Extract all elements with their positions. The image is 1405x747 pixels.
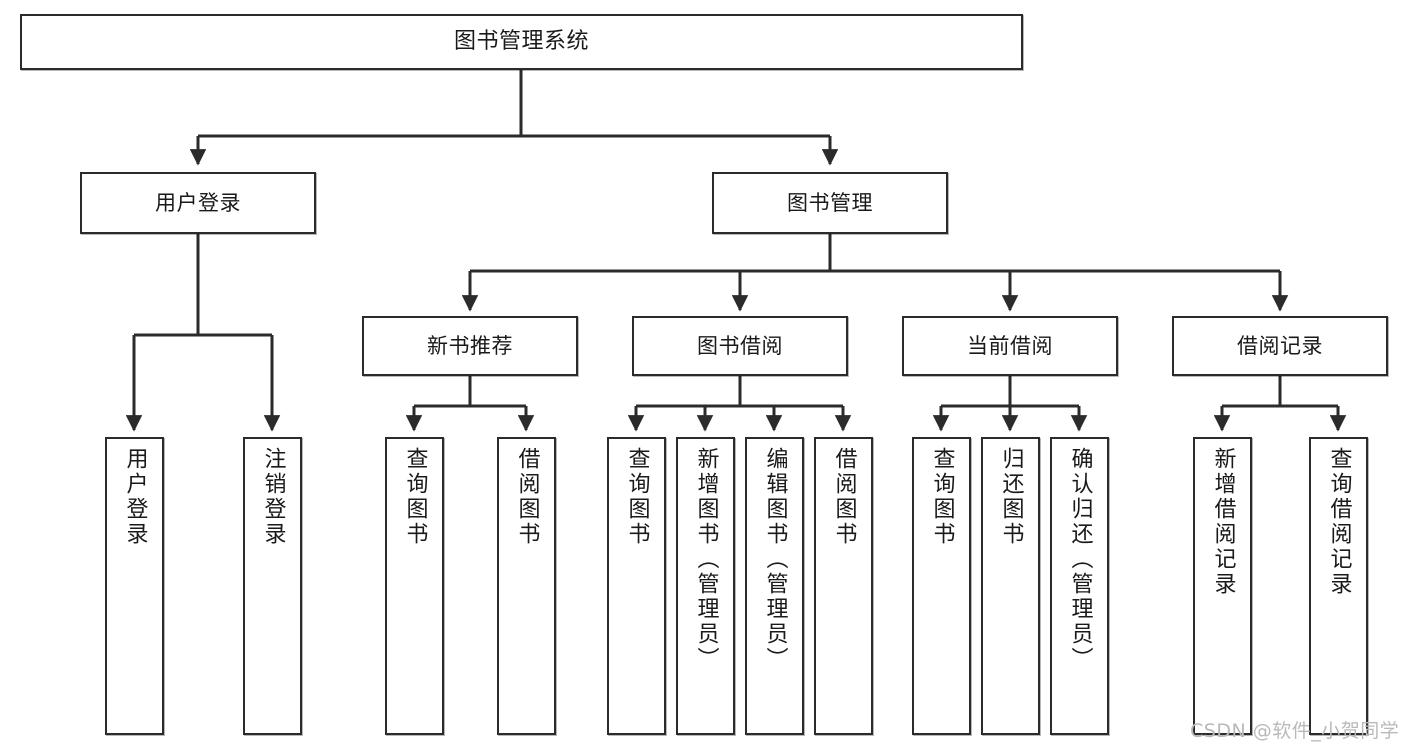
node-leaf-confirm-return-label: 确认归还（管理员） [1067,447,1093,672]
node-root[interactable]: 图书管理系统 [20,14,1023,70]
node-leaf-borrow-book-2-label: 借阅图书 [831,447,857,547]
node-leaf-user-login[interactable]: 用户登录 [105,437,164,735]
node-book-borrow[interactable]: 图书借阅 [632,316,848,376]
node-leaf-query-book-2[interactable]: 查询图书 [607,437,666,735]
node-leaf-user-login-label: 用户登录 [122,447,148,547]
node-leaf-edit-book-label: 编辑图书（管理员） [762,447,788,672]
node-current-borrow-label: 当前借阅 [967,333,1053,358]
node-leaf-logout[interactable]: 注销登录 [243,437,302,735]
node-borrow-record-label: 借阅记录 [1237,333,1323,358]
node-leaf-query-record[interactable]: 查询借阅记录 [1309,437,1368,735]
node-leaf-add-record[interactable]: 新增借阅记录 [1193,437,1252,735]
node-leaf-borrow-book-2[interactable]: 借阅图书 [814,437,873,735]
node-leaf-query-book-3-label: 查询图书 [929,447,955,547]
node-leaf-return-book-label: 归还图书 [998,447,1024,547]
node-leaf-confirm-return[interactable]: 确认归还（管理员） [1050,437,1109,735]
node-leaf-query-record-label: 查询借阅记录 [1326,447,1352,597]
node-leaf-borrow-book-1[interactable]: 借阅图书 [497,437,556,735]
node-leaf-logout-label: 注销登录 [260,447,286,547]
node-leaf-add-book[interactable]: 新增图书（管理员） [676,437,735,735]
node-book-borrow-label: 图书借阅 [697,333,783,358]
node-new-book-rec[interactable]: 新书推荐 [362,316,578,376]
node-leaf-return-book[interactable]: 归还图书 [981,437,1040,735]
node-user-login-label: 用户登录 [155,190,241,215]
node-leaf-query-book-1-label: 查询图书 [402,447,428,547]
node-borrow-record[interactable]: 借阅记录 [1172,316,1388,376]
node-leaf-borrow-book-1-label: 借阅图书 [514,447,540,547]
node-leaf-query-book-3[interactable]: 查询图书 [912,437,971,735]
node-current-borrow[interactable]: 当前借阅 [902,316,1118,376]
node-book-manage[interactable]: 图书管理 [712,172,948,234]
node-user-login[interactable]: 用户登录 [80,172,316,234]
node-leaf-edit-book[interactable]: 编辑图书（管理员） [745,437,804,735]
node-book-manage-label: 图书管理 [787,190,873,215]
node-leaf-add-book-label: 新增图书（管理员） [693,447,719,672]
node-leaf-query-book-1[interactable]: 查询图书 [385,437,444,735]
node-root-label: 图书管理系统 [453,29,589,55]
node-new-book-rec-label: 新书推荐 [427,333,513,358]
node-leaf-query-book-2-label: 查询图书 [624,447,650,547]
node-leaf-add-record-label: 新增借阅记录 [1210,447,1236,597]
